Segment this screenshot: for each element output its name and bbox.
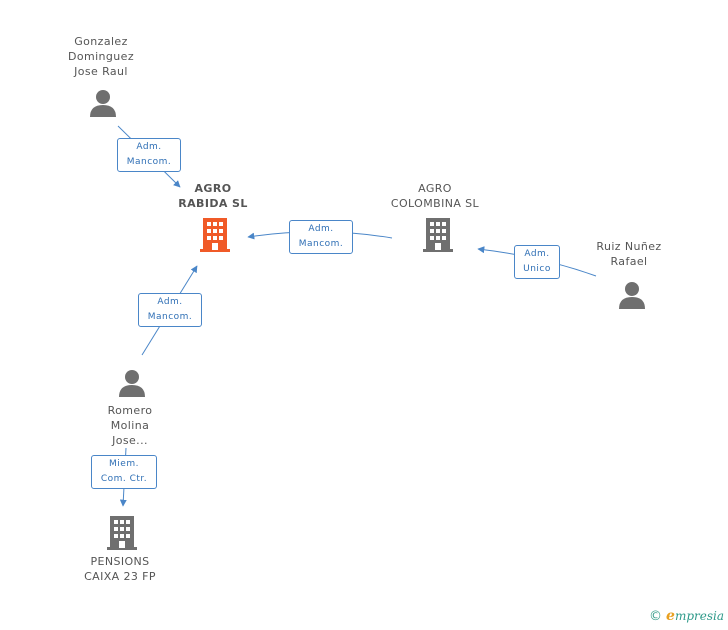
building-icon[interactable] <box>106 514 138 550</box>
copyright-icon: © <box>649 609 663 624</box>
edge-label-line: Mancom. <box>126 157 172 167</box>
name-line: COLOMBINA SL <box>390 197 480 210</box>
node-label-agro-rabida[interactable]: AGRO RABIDA SL <box>150 181 276 211</box>
edge-label-line: Com. Ctr. <box>100 474 148 484</box>
edge-label-gonzalez-to-rabida[interactable]: Adm. Mancom. <box>117 138 181 172</box>
name-line: Romero <box>107 404 153 417</box>
node-label-gonzalez[interactable]: Gonzalez Dominguez Jose Raul <box>40 34 162 79</box>
name-line: Ruiz Nuñez <box>596 240 662 253</box>
name-line: Jose Raul <box>74 65 128 78</box>
name-line: Rafael <box>610 255 648 268</box>
name-line: PENSIONS <box>90 555 150 568</box>
edge-label-colombina-to-rabida[interactable]: Adm. Mancom. <box>289 220 353 254</box>
building-icon[interactable] <box>199 216 231 252</box>
name-line: AGRO <box>194 182 232 195</box>
person-icon[interactable] <box>617 280 647 310</box>
edge-label-romero-to-pensions[interactable]: Miem. Com. Ctr. <box>91 455 157 489</box>
edge-label-line: Miem. <box>109 459 139 469</box>
node-label-ruiz[interactable]: Ruiz Nuñez Rafael <box>574 239 684 269</box>
node-label-agro-colombina[interactable]: AGRO COLOMBINA SL <box>370 181 500 211</box>
brand-first-letter: e <box>666 608 675 624</box>
brand-rest: mpresia <box>674 609 724 623</box>
name-line: Jose... <box>112 434 148 447</box>
edge-label-romero-to-rabida[interactable]: Adm. Mancom. <box>138 293 202 327</box>
edge-label-line: Unico <box>523 264 551 274</box>
empresia-logo[interactable]: ©empresia <box>649 608 724 624</box>
edge-label-ruiz-to-colombina[interactable]: Adm. Unico <box>514 245 560 279</box>
name-line: Gonzalez <box>74 35 128 48</box>
person-icon[interactable] <box>88 88 118 118</box>
name-line: Dominguez <box>67 50 135 63</box>
edge-label-line: Mancom. <box>298 239 344 249</box>
name-line: Molina <box>110 419 150 432</box>
name-line: AGRO <box>418 182 452 195</box>
node-label-romero[interactable]: Romero Molina Jose... <box>80 403 180 448</box>
edge-label-line: Mancom. <box>147 312 193 322</box>
edge-label-line: Adm. <box>157 297 183 307</box>
building-icon[interactable] <box>422 216 454 252</box>
person-icon[interactable] <box>117 368 147 398</box>
edge-label-line: Adm. <box>308 224 334 234</box>
name-line: RABIDA SL <box>178 197 248 210</box>
node-label-pensions[interactable]: PENSIONS CAIXA 23 FP <box>68 554 172 584</box>
name-line: CAIXA 23 FP <box>84 570 156 583</box>
edge-label-line: Adm. <box>136 142 162 152</box>
edge-label-line: Adm. <box>524 249 550 259</box>
